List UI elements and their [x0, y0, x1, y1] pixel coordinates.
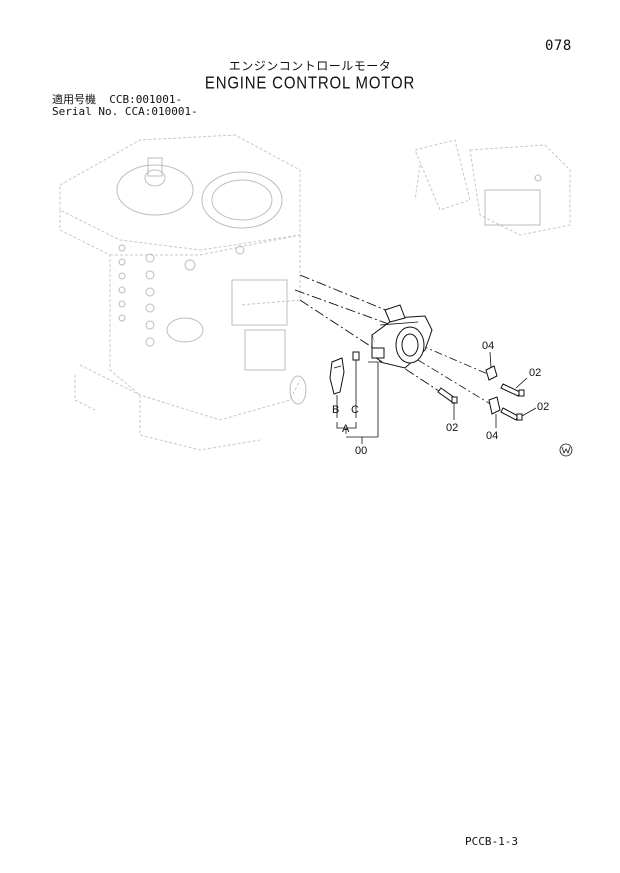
- serial-info: 適用号機 CCB:001001- Serial No. CCA:010001-: [52, 94, 198, 118]
- serial-line-number: Serial No. CCA:010001-: [52, 106, 198, 118]
- page-title: ENGINE CONTROL MOTOR: [204, 73, 416, 94]
- bolt-lower-left: [437, 387, 458, 404]
- bracket-lower: [488, 396, 501, 415]
- engine-control-motor: [371, 304, 433, 369]
- callout-bolt-upper: 02: [529, 367, 541, 379]
- page-number: 078: [545, 38, 572, 54]
- leader-lines: [336, 351, 537, 444]
- footer-code: PCCB-1-3: [465, 835, 518, 848]
- engine-block-outline: [59, 134, 307, 451]
- callout-bolt-lower-left: 02: [446, 422, 458, 434]
- serial-value-number: CCA:010001-: [124, 105, 198, 118]
- w-symbol-icon: [559, 443, 573, 457]
- connector-part: [329, 351, 360, 395]
- detail-view-outline: [414, 139, 571, 236]
- callout-c: C: [351, 404, 359, 416]
- bolt-upper: [500, 383, 525, 397]
- callout-assembly: 00: [355, 445, 367, 457]
- callout-a: A: [342, 423, 350, 435]
- callout-bracket-lower: 04: [486, 430, 498, 442]
- serial-line-applicable: 適用号機 CCB:001001-: [52, 94, 198, 106]
- callout-bracket-upper: 04: [482, 340, 494, 352]
- serial-value-applicable: CCB:001001-: [109, 93, 183, 106]
- bolt-lower-right: [500, 407, 523, 421]
- page-title-japanese: エンジンコントロールモータ: [228, 59, 392, 73]
- callout-b: B: [332, 404, 339, 416]
- bracket-upper: [485, 365, 498, 381]
- callout-bolt-lower-right: 02: [537, 401, 549, 413]
- serial-label-number: Serial No.: [52, 105, 119, 118]
- serial-label-applicable: 適用号機: [52, 93, 96, 106]
